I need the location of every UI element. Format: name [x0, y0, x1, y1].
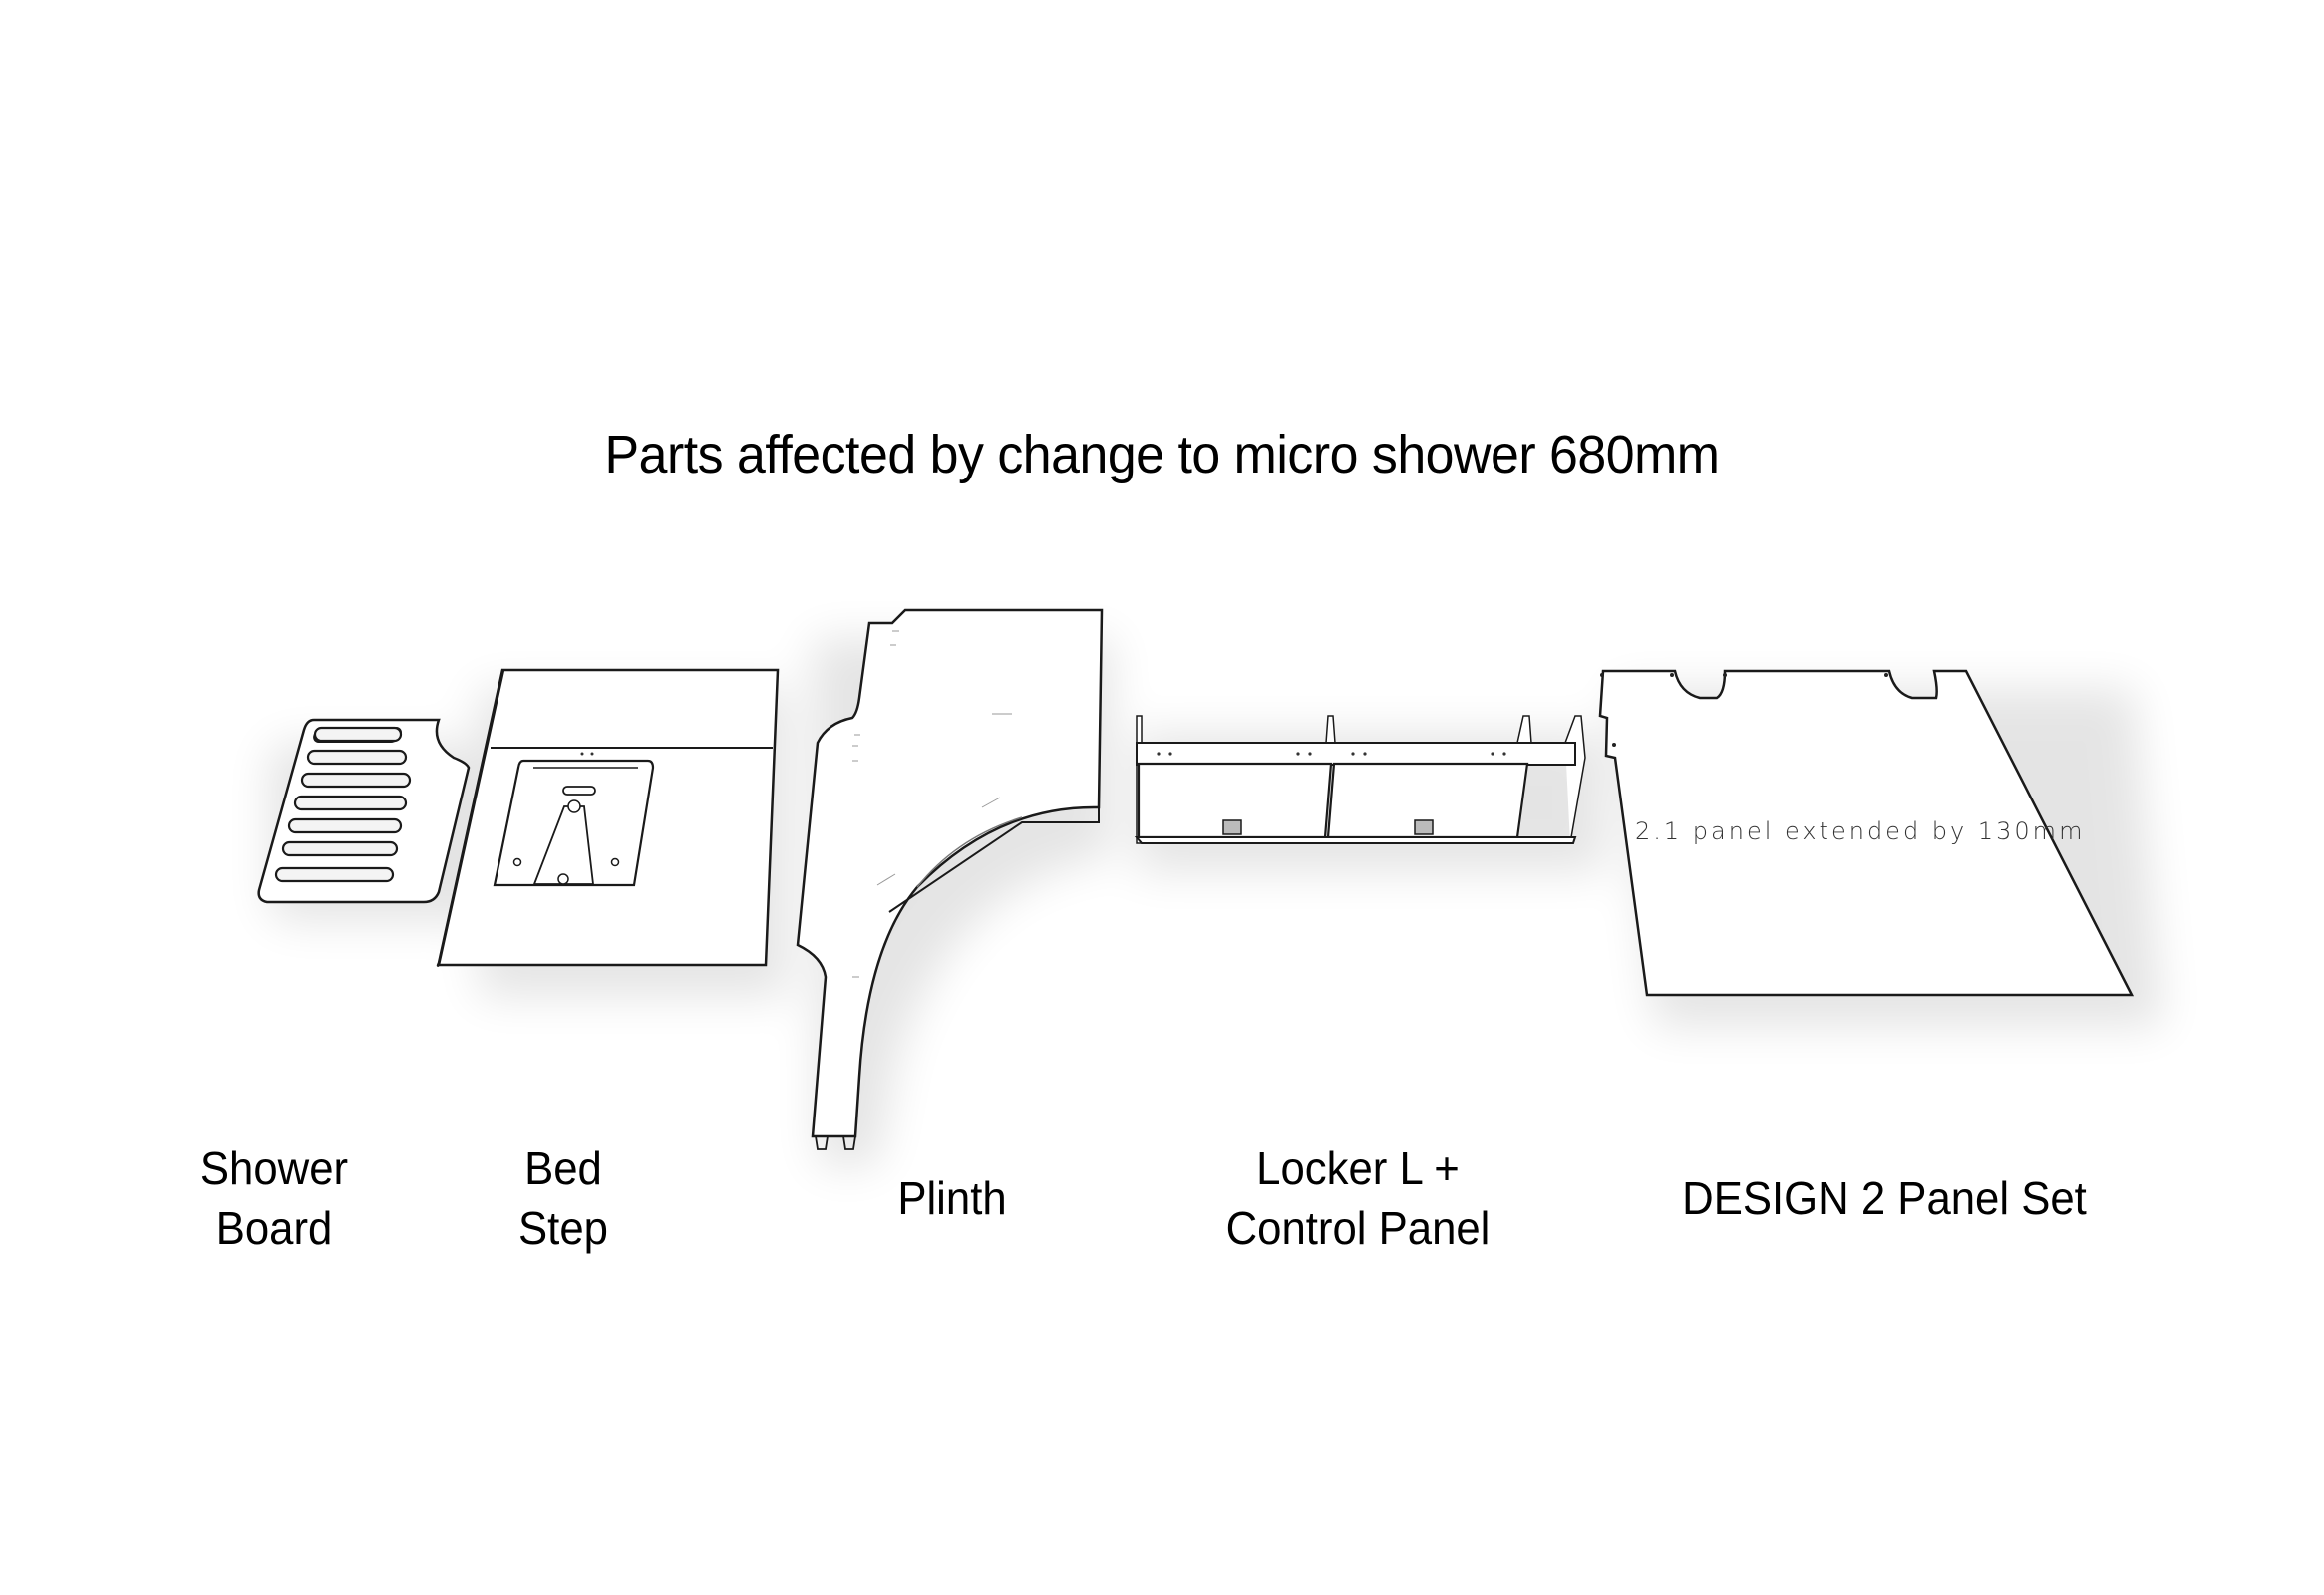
label-bed-step: Bed Step: [518, 1142, 608, 1254]
panel-annotation: 2.1 panel extended by 130mm: [1635, 817, 2086, 845]
diagram-title: Parts affected by change to micro shower…: [604, 425, 1720, 484]
label-plinth: Plinth: [897, 1172, 1007, 1224]
shower-board-part: [257, 718, 471, 904]
locker-control-panel-part: [1134, 715, 1586, 844]
label-design-2-panel-set: DESIGN 2 Panel Set: [1682, 1172, 2087, 1224]
label-locker-control-panel: Locker L + Control Panel: [1225, 1142, 1491, 1254]
label-shower-board: Shower Board: [199, 1142, 349, 1254]
bed-step-part: [436, 668, 780, 967]
plinth-part: [796, 608, 1104, 1150]
design-2-panel-set-part: [1598, 669, 2135, 997]
